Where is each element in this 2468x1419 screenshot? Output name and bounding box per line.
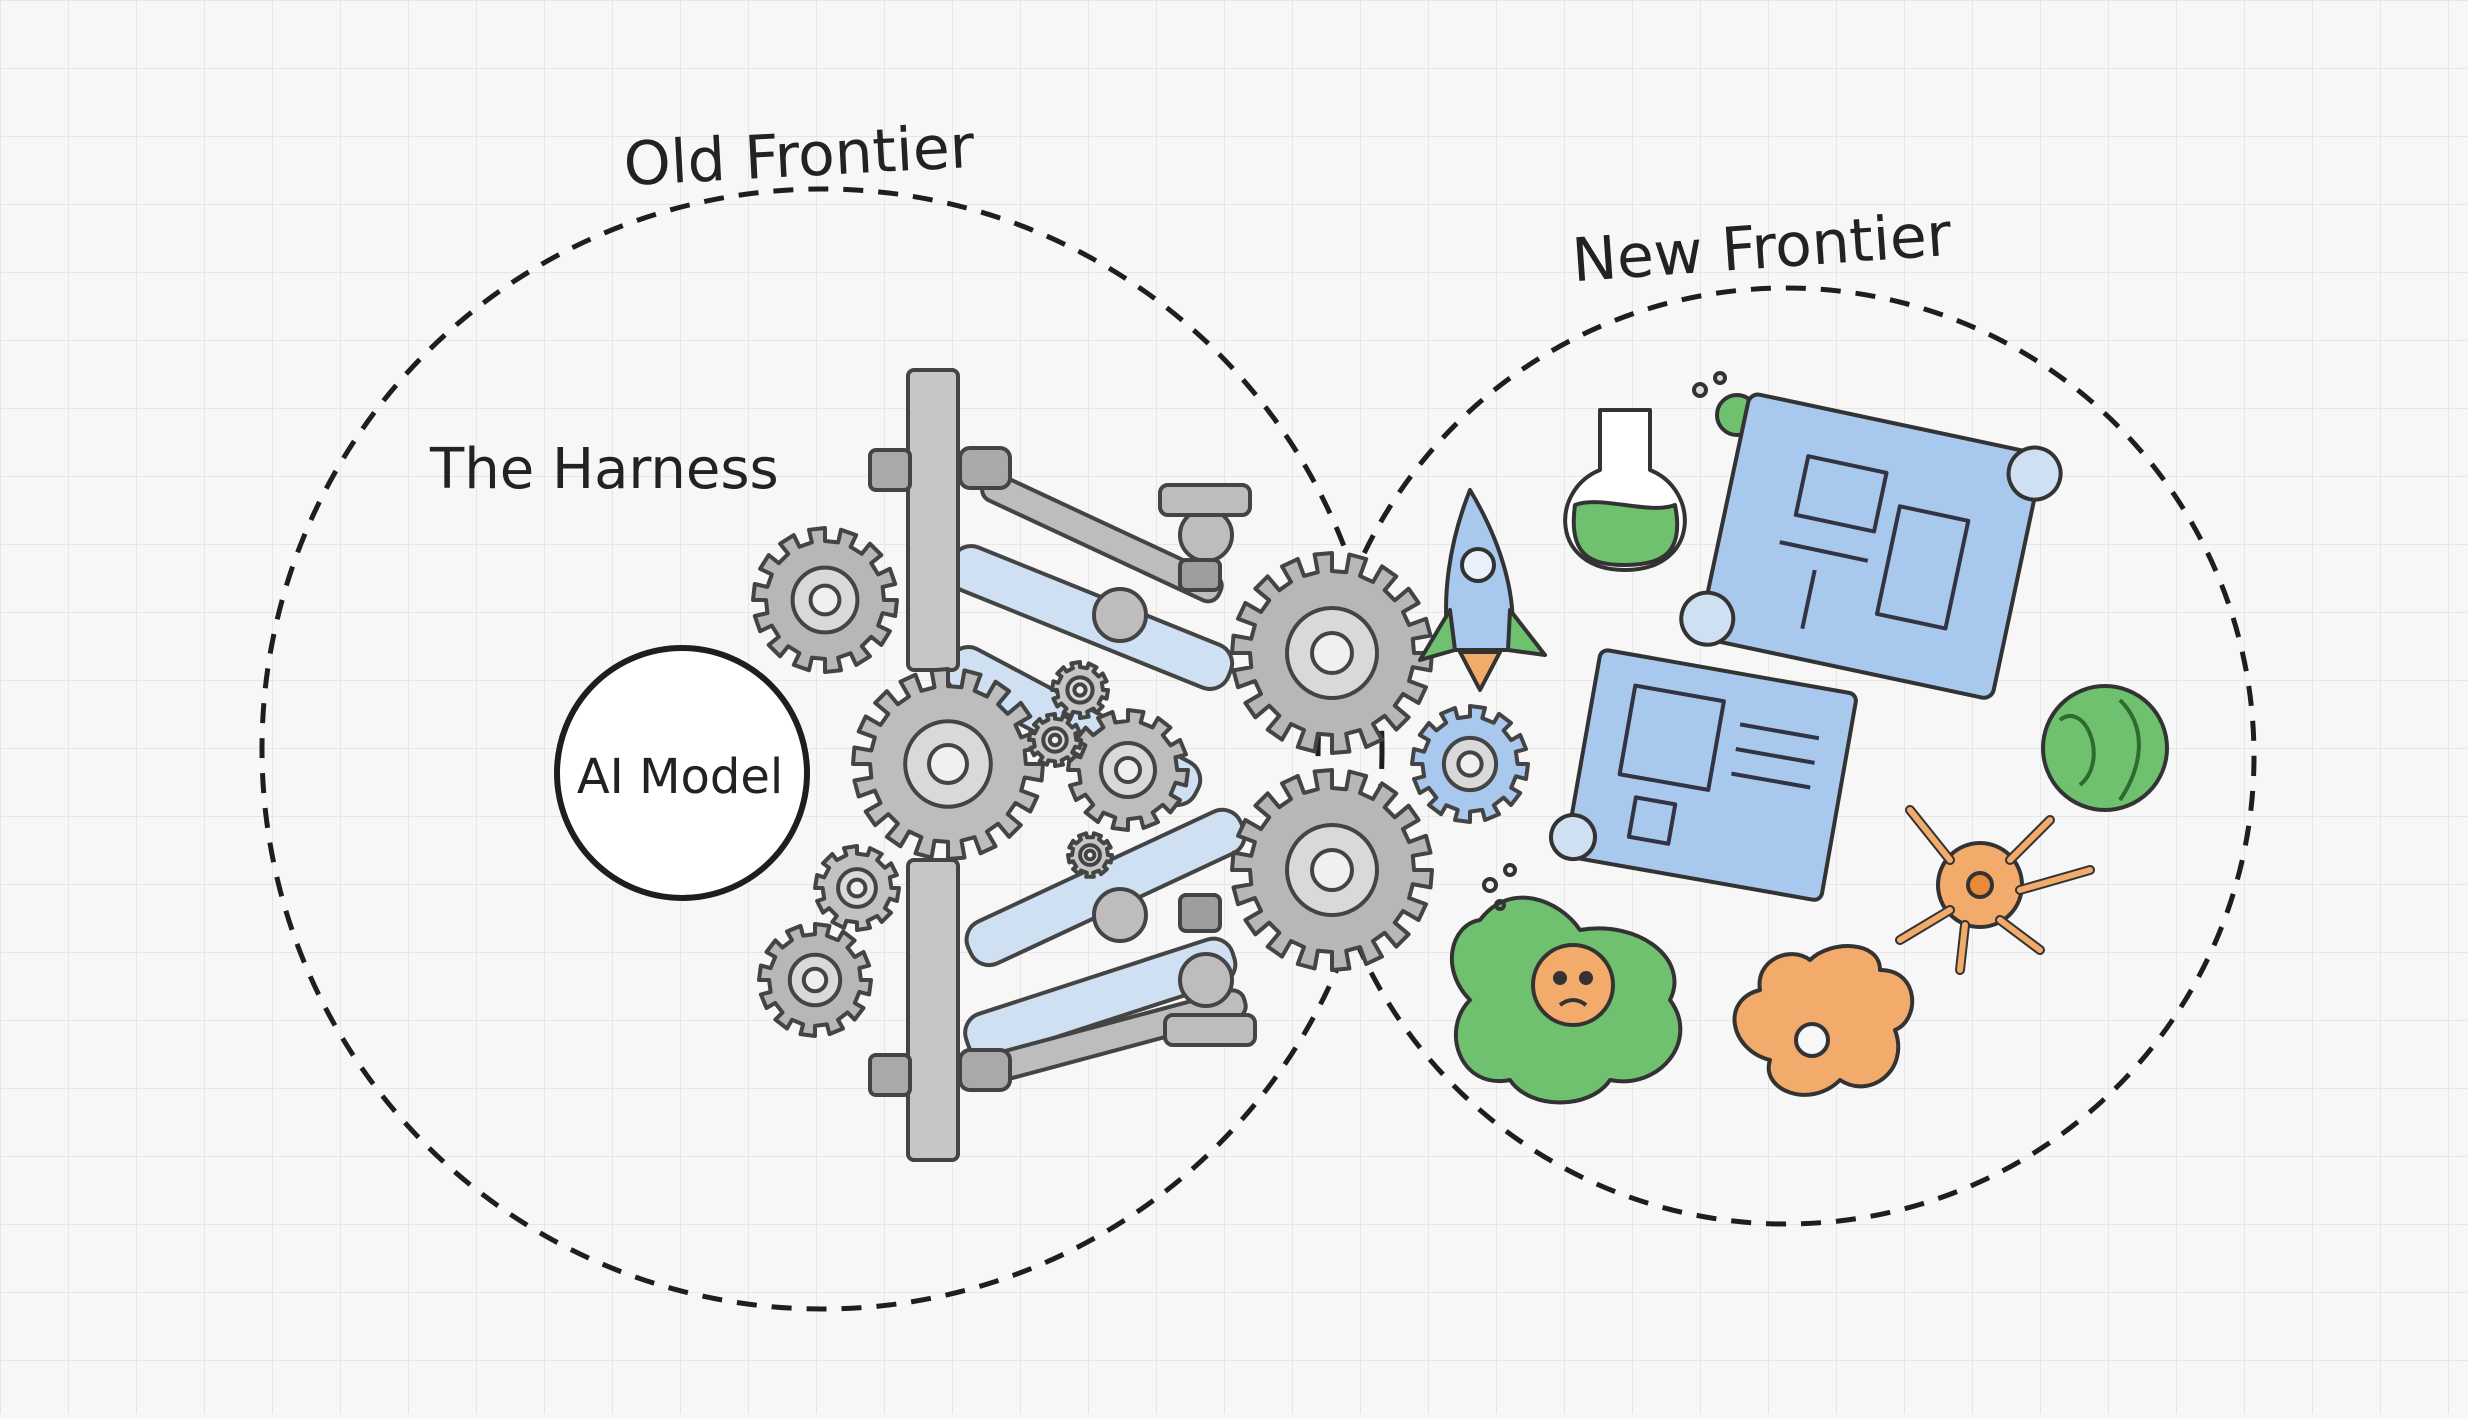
flask-icon (1563, 371, 1727, 572)
blueprint-icon (1549, 648, 1858, 902)
gear-icon (1027, 712, 1083, 768)
steel-beam-icon (906, 858, 960, 1162)
globe-icon (2041, 684, 2169, 812)
old-frontier-boundary (259, 186, 1385, 1312)
neuron-icon (1895, 805, 2095, 975)
gear-cluster (751, 526, 1530, 1038)
gear-icon (1066, 708, 1190, 832)
gear-icon (751, 526, 899, 674)
gear-icon (1050, 660, 1110, 720)
gear-icon (1230, 768, 1434, 972)
gear-icon (851, 667, 1045, 861)
gear-icon (1410, 704, 1530, 824)
harness-machine (868, 368, 1257, 1162)
steel-beam-icon (906, 368, 960, 672)
ai-model-label: AI Model (577, 749, 783, 805)
gear-icon (1066, 831, 1114, 879)
blueprint-icon (1679, 392, 2063, 700)
robotic-arm-icon (963, 807, 1257, 1082)
cell-icon (1450, 895, 1683, 1105)
gear-icon (1230, 551, 1434, 755)
new-frontier-boundary (1315, 285, 2257, 1227)
rocket-icon (1418, 488, 1547, 692)
harness-label: The Harness (429, 437, 779, 502)
gear-icon (813, 844, 901, 932)
new-frontier-items (1418, 371, 2169, 1105)
ai-model-circle (554, 645, 810, 901)
gear-icon (757, 922, 873, 1038)
flower-cell-icon (1732, 944, 1915, 1097)
